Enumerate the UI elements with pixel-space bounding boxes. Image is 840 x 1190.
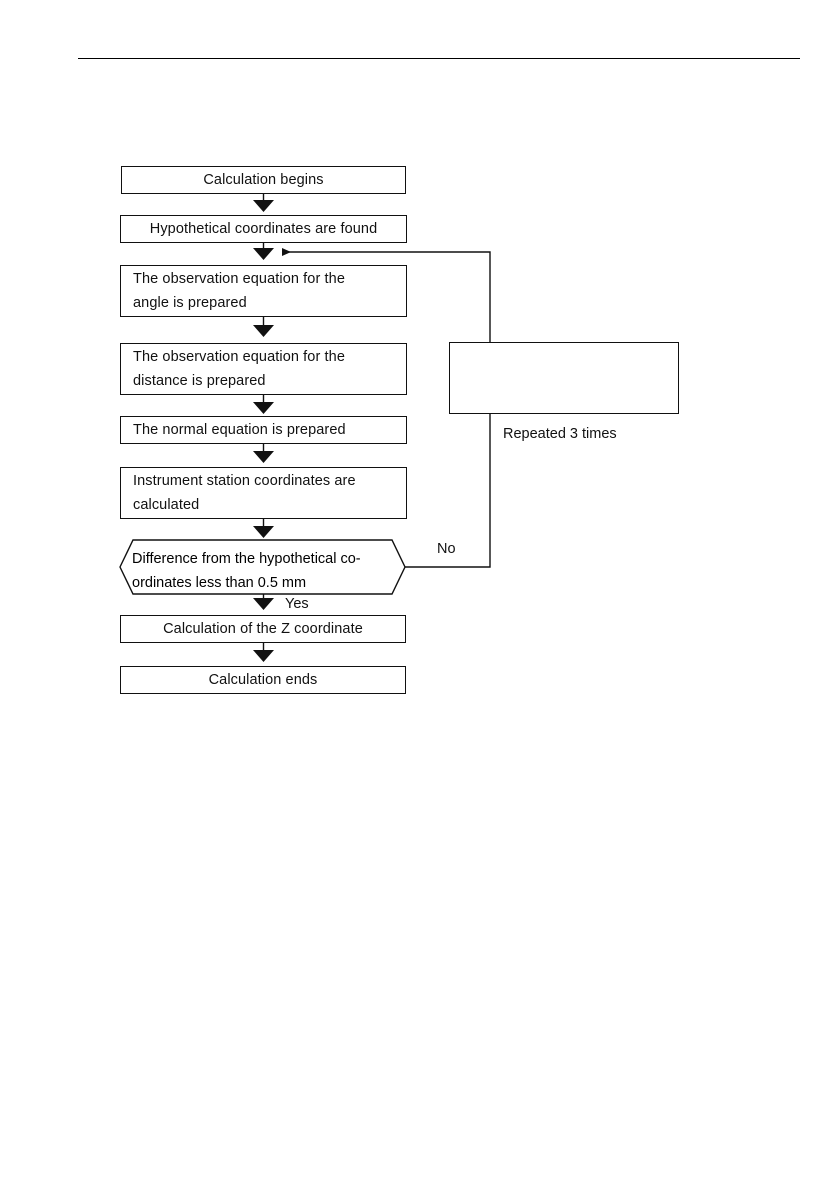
node-label-decision: Difference from the hypothetical co- ord… [132, 551, 361, 591]
node-decision-difference[interactable]: Difference from the hypothetical co- ord… [120, 540, 405, 594]
node-label-obs-angle: The observation equation for the angle i… [133, 271, 345, 311]
node-label-end: Calculation ends [208, 672, 318, 688]
node-label-hypothetical: Hypothetical coordinates are found [149, 221, 378, 237]
node-label-normal-equation: The normal equation is prepared [133, 422, 346, 438]
node-instrument-station-coordinates[interactable]: Instrument station coordinates are calcu… [120, 467, 407, 519]
edge-label-yes: Yes [285, 596, 309, 612]
annotation-repeated-3-times: Repeated 3 times [503, 426, 617, 442]
header-rule [78, 58, 800, 59]
node-empty-note-box[interactable] [449, 342, 679, 414]
node-observation-equation-distance[interactable]: The observation equation for the distanc… [120, 343, 407, 395]
node-label-obs-distance: The observation equation for the distanc… [133, 349, 345, 389]
node-observation-equation-angle[interactable]: The observation equation for the angle i… [120, 265, 407, 317]
node-calculation-z-coordinate[interactable]: Calculation of the Z coordinate [120, 615, 406, 643]
node-normal-equation[interactable]: The normal equation is prepared [120, 416, 407, 444]
node-calculation-ends[interactable]: Calculation ends [120, 666, 406, 694]
arrowheads-down [253, 200, 274, 662]
node-hypothetical-coordinates[interactable]: Hypothetical coordinates are found [120, 215, 407, 243]
edge-label-no: No [437, 541, 456, 557]
node-calculation-begins[interactable]: Calculation begins [121, 166, 406, 194]
node-label-station-coords: Instrument station coordinates are calcu… [133, 473, 356, 513]
node-label-z-coordinate: Calculation of the Z coordinate [163, 621, 363, 637]
node-label-start: Calculation begins [203, 172, 324, 188]
decision-hexagon-shape [119, 539, 406, 595]
